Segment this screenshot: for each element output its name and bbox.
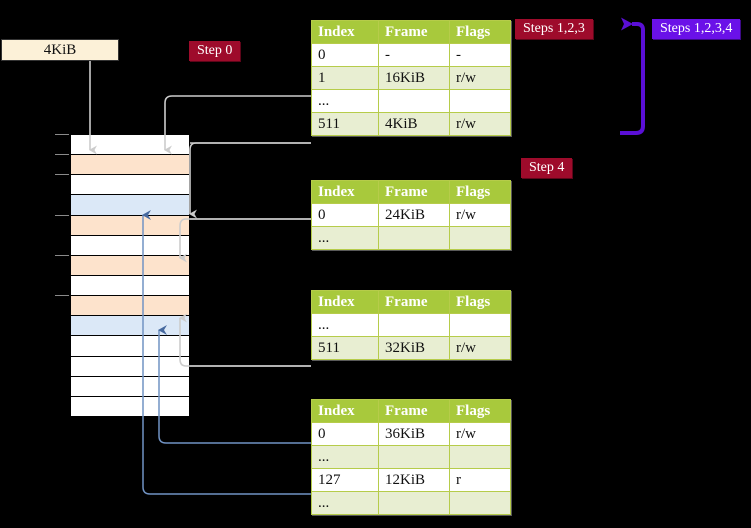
- badge-steps-1234: Steps 1,2,3,4: [652, 19, 741, 39]
- memory-tick-mark: [55, 174, 69, 176]
- table-cell-flags: [449, 226, 511, 250]
- table-cell-index: 511: [311, 112, 379, 136]
- table-header-flags: Flags: [449, 290, 511, 314]
- table-cell-flags: -: [449, 43, 511, 67]
- physical-memory-column: [55, 134, 190, 417]
- table-cell-flags: [449, 491, 511, 515]
- table-row: ...: [311, 226, 511, 250]
- table-header-index: Index: [311, 180, 379, 204]
- memory-frame-row: [70, 214, 190, 236]
- arrow-table3-row-down: [179, 218, 311, 263]
- table-cell-flags: [449, 445, 511, 469]
- table-cell-index: ...: [311, 491, 379, 515]
- table-header-flags: Flags: [449, 180, 511, 204]
- memory-frame-row: [70, 375, 190, 397]
- table-cell-frame: 32KiB: [378, 336, 450, 360]
- table-cell-index: 511: [311, 336, 379, 360]
- memory-frame-row: [70, 134, 190, 156]
- memory-frame-row: [70, 355, 190, 377]
- badge-steps-123-label: Steps 1,2,3: [523, 21, 585, 36]
- memory-frame-row: [70, 154, 190, 176]
- memory-frame-row: [70, 174, 190, 196]
- memory-tick-mark: [55, 134, 69, 135]
- table-cell-frame: 24KiB: [378, 203, 450, 227]
- memory-frame-row: [70, 275, 190, 297]
- table-cell-frame: [378, 89, 450, 113]
- table-cell-frame: 12KiB: [378, 468, 450, 492]
- table-header-frame: Frame: [378, 290, 450, 314]
- table-cell-index: ...: [311, 226, 379, 250]
- badge-steps-1234-label: Steps 1,2,3,4: [660, 21, 733, 36]
- table-header-flags: Flags: [449, 20, 511, 44]
- memory-tick-mark: [55, 254, 69, 256]
- memory-frame-row: [70, 295, 190, 317]
- table-cell-flags: [449, 313, 511, 337]
- table-cell-index: ...: [311, 445, 379, 469]
- table-cell-frame: [378, 226, 450, 250]
- table-header-frame: Frame: [378, 399, 450, 423]
- table-header-index: Index: [311, 290, 379, 314]
- badge-step-4: Step 4: [521, 158, 573, 178]
- badge-step-4-label: Step 4: [529, 160, 565, 175]
- table-row: ...: [311, 491, 511, 515]
- bracket-steps-1234: [620, 17, 645, 135]
- table-cell-index: 0: [311, 203, 379, 227]
- table-cell-index: 0: [311, 43, 379, 67]
- table-cell-flags: r/w: [449, 66, 511, 90]
- table-cell-frame: [378, 491, 450, 515]
- memory-size-box: 4KiB: [1, 39, 119, 61]
- memory-tick-mark: [55, 214, 69, 216]
- badge-steps-123: Steps 1,2,3: [515, 19, 593, 39]
- badge-step-0: Step 0: [189, 41, 241, 61]
- memory-frame-row: [70, 234, 190, 256]
- memory-frame-row: [70, 335, 190, 357]
- table-cell-index: ...: [311, 89, 379, 113]
- table-cell-flags: r/w: [449, 336, 511, 360]
- table-row: ...: [311, 89, 511, 113]
- table-row: ...: [311, 313, 511, 337]
- table-cell-frame: 36KiB: [378, 422, 450, 446]
- table-cell-index: 127: [311, 468, 379, 492]
- table-header-frame: Frame: [378, 180, 450, 204]
- memory-frame-row: [70, 395, 190, 417]
- table-cell-flags: r/w: [449, 422, 511, 446]
- table-cell-frame: 16KiB: [378, 66, 450, 90]
- table-cell-flags: r/w: [449, 203, 511, 227]
- table-cell-flags: r/w: [449, 112, 511, 136]
- table-cell-index: ...: [311, 313, 379, 337]
- arrow-table2-row-up: [179, 313, 311, 367]
- table-row: 0--: [311, 43, 511, 67]
- table-cell-frame: -: [378, 43, 450, 67]
- badge-step-0-label: Step 0: [197, 43, 233, 58]
- table-row: ...: [311, 445, 511, 469]
- memory-tick-mark: [55, 295, 69, 297]
- table-header-index: Index: [311, 20, 379, 44]
- table-header-index: Index: [311, 399, 379, 423]
- table-cell-index: 1: [311, 66, 379, 90]
- memory-frame-row: [70, 254, 190, 276]
- table-header-frame: Frame: [378, 20, 450, 44]
- table-cell-frame: 4KiB: [378, 112, 450, 136]
- arrow-table4-row-down: [189, 142, 311, 219]
- memory-size-label: 4KiB: [43, 41, 77, 58]
- table-header-flags: Flags: [449, 399, 511, 423]
- table-cell-frame: [378, 445, 450, 469]
- table-cell-flags: [449, 89, 511, 113]
- table-cell-flags: r: [449, 468, 511, 492]
- table-cell-index: 0: [311, 422, 379, 446]
- memory-frame-row: [70, 194, 190, 216]
- memory-tick-mark: [55, 154, 69, 156]
- memory-frame-row: [70, 315, 190, 337]
- table-cell-frame: [378, 313, 450, 337]
